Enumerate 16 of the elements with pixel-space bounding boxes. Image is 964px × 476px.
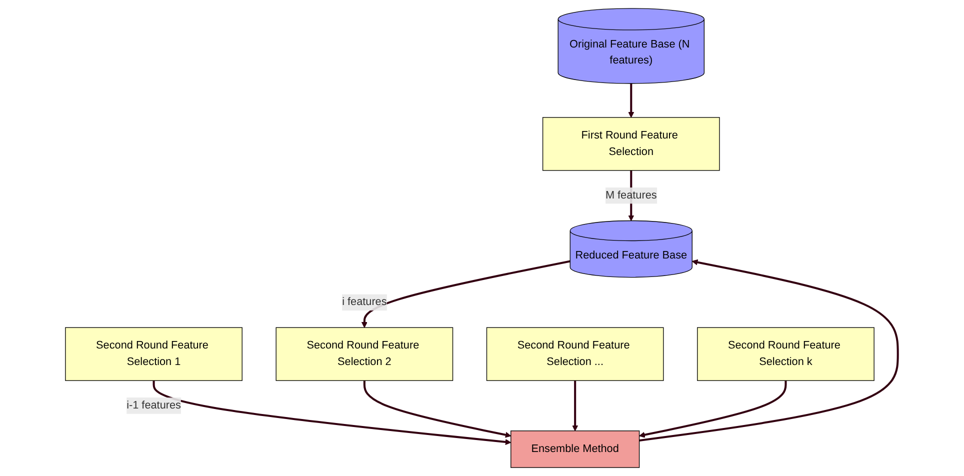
node-box: Second Round Feature Selection ... (486, 327, 664, 381)
edge-label: M features (606, 189, 658, 202)
arrow (639, 380, 788, 438)
node-box: Second Round Feature Selection 2 (276, 327, 454, 381)
arrow (364, 380, 512, 438)
node-box: Second Round Feature Selection 1 (65, 327, 243, 381)
arrow (362, 260, 571, 328)
edge-label: i features (342, 296, 388, 308)
edge-label: i-1 features (126, 400, 182, 412)
arrow (640, 259, 900, 442)
arrow (153, 380, 512, 445)
node-box: Second Round Feature Selection k (697, 327, 875, 381)
node-box: First Round Feature Selection (542, 117, 720, 171)
node-box: Ensemble Method (510, 430, 640, 468)
arrow (572, 380, 578, 432)
arrow (628, 83, 634, 118)
